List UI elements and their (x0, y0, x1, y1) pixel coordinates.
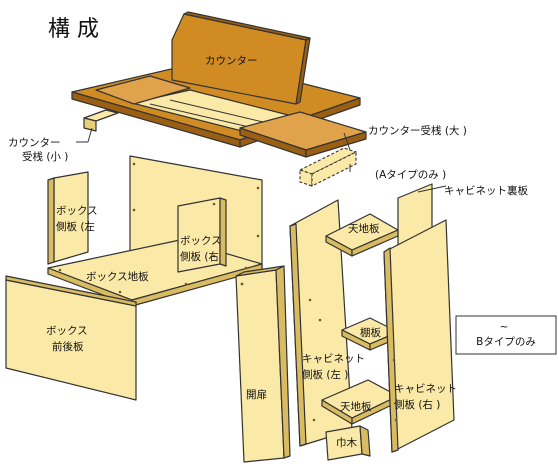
door-assembly: 開扉 (235, 265, 291, 463)
box-front-back-label-2: 前後板 (52, 340, 84, 353)
cabinet-side-right-label-1: キャビネット (394, 383, 457, 395)
door-label: 開扉 (246, 388, 267, 401)
top-bottom-2-label: 天地板 (340, 400, 372, 413)
cabinet-side-right-label-2: 側板 (右 ) (394, 398, 440, 411)
type-b-box-frame (455, 315, 557, 355)
box-side-left-panel (53, 171, 89, 263)
counter-left-board (95, 75, 191, 105)
counter-support-large-label: カウンター受桟 (大 ) (368, 124, 467, 137)
cabinet-back-label: キャビネット裏板 (444, 184, 528, 197)
counter-support-small-label-2: 受桟 (小 ) (22, 150, 68, 163)
cabinet-side-left-label-2: 側板 (左 ) (302, 368, 348, 381)
box-side-left-label-2: 側板 (左 (56, 220, 95, 233)
box-side-right-label-1: ボックス (180, 235, 222, 247)
box-assembly: ボックス 側板 (左 ボックス地板 ボックス 側板 (右 ボックス 前後板 (5, 155, 263, 401)
box-side-left-label-1: ボックス (56, 205, 98, 217)
box-side-right-label-2: 側板 (右 (180, 250, 219, 263)
cabinet-side-left-label-1: キャビネット (302, 353, 365, 365)
counter-assembly: カウンター カウンター 受桟 (小 ) カウンター受桟 (大 ) (Aタイプのみ… (8, 11, 467, 187)
type-b-only-box: ~ Bタイプのみ (455, 315, 557, 355)
counter-support-small-label-1: カウンター (8, 137, 61, 149)
diagram-title: 構 成 (48, 17, 99, 42)
shelf-label: 棚板 (360, 326, 381, 339)
box-bottom-label: ボックス地板 (86, 270, 149, 283)
skirting-label: 巾木 (336, 436, 357, 449)
counter-label: カウンター (205, 55, 258, 67)
type-b-only-label-1: ~ (500, 321, 509, 333)
type-b-only-label-2: Bタイプのみ (476, 336, 536, 348)
top-bottom-1-label: 天地板 (348, 222, 380, 235)
type-a-only-label: (Aタイプのみ ) (375, 169, 446, 181)
box-front-back-label-1: ボックス (46, 325, 88, 337)
cabinet-assembly: キャビネット裏板 キャビネット 側板 (左 ) 天地板 棚板 天地板 巾木 キャ… (289, 183, 528, 461)
